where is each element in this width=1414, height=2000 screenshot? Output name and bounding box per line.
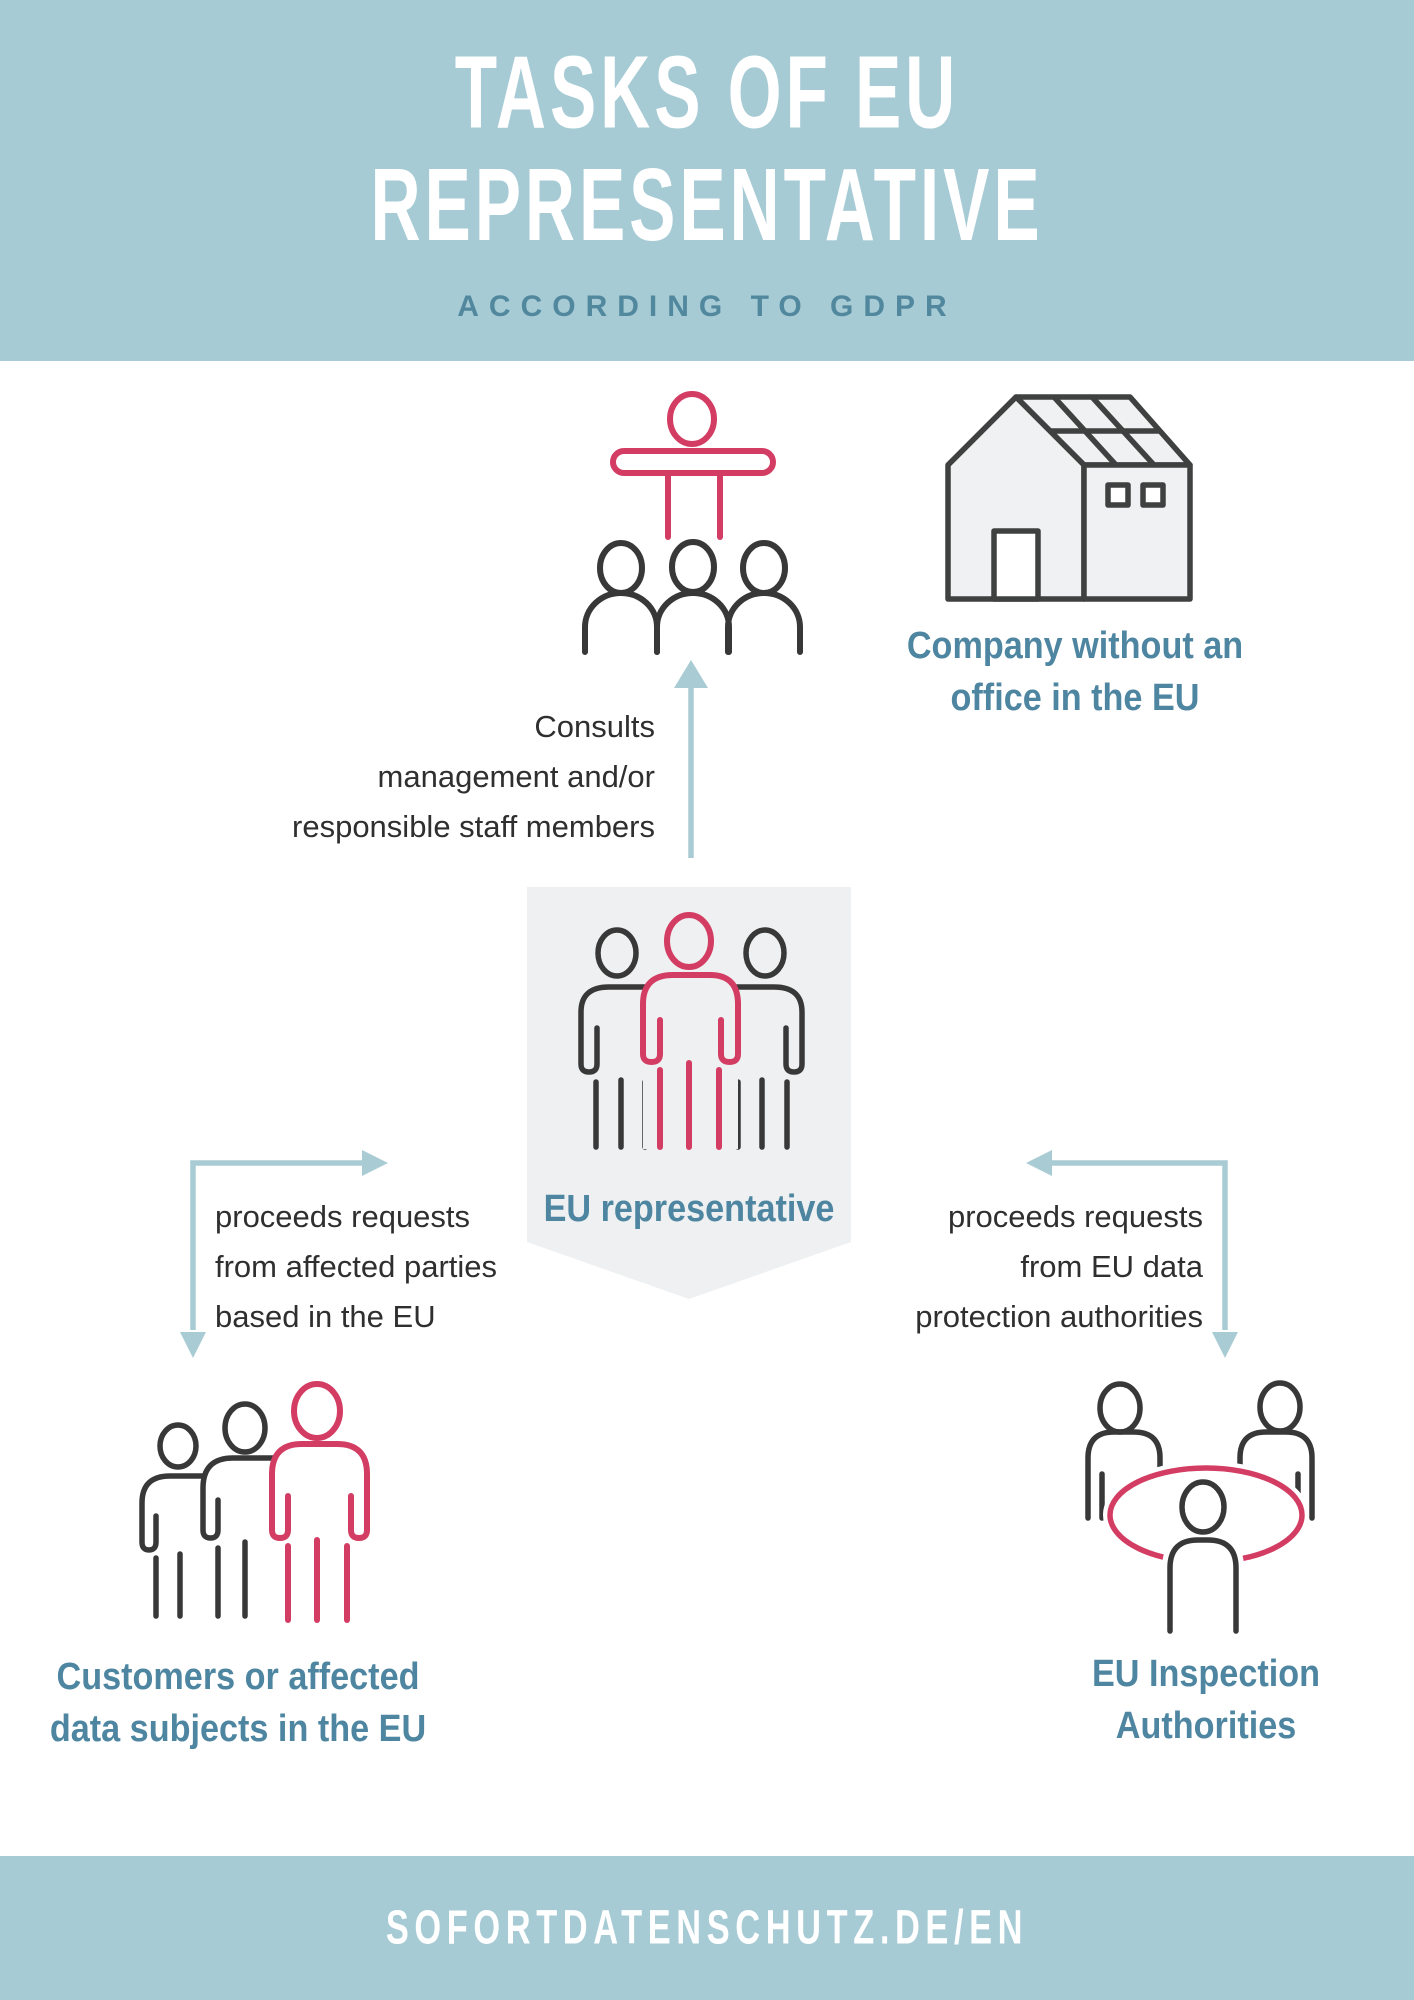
left-note-line3: based in the EU — [215, 1299, 436, 1334]
arrow-right-requests — [1026, 1150, 1238, 1358]
representative-label: EU representative — [543, 1188, 835, 1230]
company-label-line1: Company without an — [906, 625, 1244, 667]
consults-note-line2: management and/or — [377, 759, 655, 794]
left-note-line2: from affected parties — [215, 1249, 498, 1284]
right-note-line2: from EU data — [1020, 1249, 1203, 1284]
company-house-icon — [945, 394, 1193, 602]
customers-label: Customers or affected data subjects in t… — [13, 1651, 463, 1755]
customers-label-line1: Customers or affected — [56, 1656, 420, 1698]
customers-group-icon — [139, 1381, 370, 1625]
right-note-line1: proceeds requests — [947, 1199, 1203, 1234]
page-subtitle: ACCORDING TO GDPR — [457, 290, 957, 323]
consultant-audience-icon — [582, 391, 803, 655]
header-banner — [0, 0, 1414, 361]
page-title: TASKS OF EU REPRESENTATIVE — [156, 33, 1259, 263]
consults-note: Consults management and/or responsible s… — [195, 702, 655, 852]
authorities-label-line2: Authorities — [1115, 1705, 1297, 1747]
footer-website: SOFORTDATENSCHUTZ.DE/EN — [385, 1901, 1029, 1955]
authorities-label-line1: EU Inspection — [1091, 1653, 1321, 1695]
customers-label-line2: data subjects in the EU — [49, 1708, 427, 1750]
consults-note-line3: responsible staff members — [292, 809, 655, 844]
arrow-left-requests — [180, 1150, 388, 1358]
eu-representative-icon — [578, 912, 805, 1150]
left-note-line1: proceeds requests — [215, 1199, 471, 1234]
arrow-up-consults — [674, 660, 708, 858]
right-note: proceeds requests from EU data protectio… — [773, 1192, 1203, 1342]
page-title-line2: REPRESENTATIVE — [370, 146, 1044, 263]
left-note: proceeds requests from affected parties … — [215, 1192, 645, 1342]
company-label: Company without an office in the EU — [850, 620, 1300, 724]
authorities-table-icon — [1085, 1380, 1315, 1639]
consults-note-line1: Consults — [534, 709, 655, 744]
page-title-line1: TASKS OF EU — [454, 33, 960, 150]
footer-banner — [0, 1856, 1414, 2000]
right-note-line3: protection authorities — [915, 1299, 1203, 1334]
company-label-line2: office in the EU — [950, 677, 1200, 719]
authorities-label: EU Inspection Authorities — [981, 1648, 1414, 1752]
